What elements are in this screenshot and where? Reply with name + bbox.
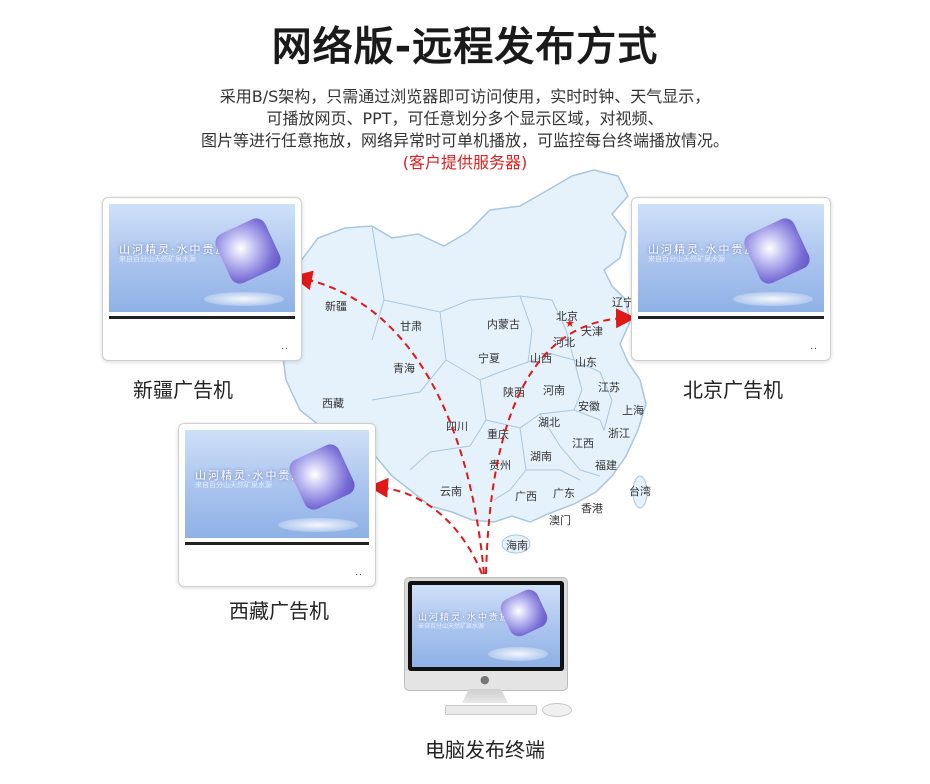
province-label: 香港 — [581, 502, 603, 515]
device-divider — [185, 542, 369, 545]
pc-stand — [462, 689, 508, 703]
bottle-image — [286, 441, 358, 513]
province-label: 河北 — [553, 336, 575, 349]
map-taiwan — [632, 475, 648, 509]
splash-image — [204, 292, 284, 306]
province-label: 辽宁 — [612, 295, 634, 309]
splash-image — [278, 518, 358, 532]
province-label: 甘肃 — [400, 320, 422, 333]
province-label: 海南 — [506, 538, 528, 552]
screen-subline: 来自百分山天然矿泉水源 — [648, 254, 725, 263]
device-dots: .. — [355, 568, 363, 578]
province-label: 湖北 — [538, 416, 560, 429]
description-line: 图片等进行任意拖放，网络异常时可单机播放，可监控每台终端播放情况。 — [200, 131, 729, 150]
screen-headline: 山河精灵·水中贵族 — [195, 468, 305, 482]
province-label: 天津 — [581, 325, 603, 338]
province-label: 湖南 — [530, 450, 552, 463]
label-xinjiang: 新疆广告机 — [133, 378, 233, 402]
device-divider — [638, 316, 824, 319]
province-label: 贵州 — [489, 459, 511, 472]
device-screen: 山河精灵·水中贵族 来自百分山天然矿泉水源 — [185, 430, 369, 538]
device-xinjiang: 山河精灵·水中贵族 来自百分山天然矿泉水源 .. — [102, 197, 302, 361]
mouse-icon — [542, 703, 572, 717]
arrow-to-xinjiang — [292, 270, 485, 575]
province-label: 江西 — [572, 437, 594, 450]
province-borders — [371, 225, 613, 501]
province-label: 四川 — [446, 420, 468, 433]
province-label: 西藏 — [322, 397, 344, 410]
province-label: 上海 — [622, 403, 644, 417]
bottle-image — [741, 215, 813, 287]
province-label: 陕西 — [503, 385, 525, 399]
device-dots: .. — [281, 342, 289, 352]
bottle-image — [497, 586, 551, 640]
capital-star-icon: ★ — [565, 317, 575, 330]
province-label: 福建 — [595, 458, 617, 472]
apple-logo-icon: ● — [480, 673, 490, 686]
province-label: 澳门 — [549, 513, 571, 527]
province-label: 广西 — [515, 490, 537, 503]
bottle-image — [212, 215, 284, 287]
province-label: 内蒙古 — [487, 317, 520, 331]
screen-headline: 山河精灵·水中贵族 — [119, 242, 229, 256]
device-dots: .. — [810, 342, 818, 352]
device-tibet: 山河精灵·水中贵族 来自百分山天然矿泉水源 .. — [178, 423, 376, 587]
arrow-to-beijing — [485, 308, 636, 575]
screen-subline: 来自百分山天然矿泉水源 — [195, 480, 272, 489]
province-label: 江苏 — [598, 381, 620, 394]
screen-headline: 山河精灵·水中贵族 — [418, 612, 511, 623]
province-label: 山东 — [575, 356, 597, 369]
province-label: 台湾 — [629, 484, 651, 498]
province-label: 山西 — [530, 352, 552, 365]
label-pc: 电脑发布终端 — [425, 738, 545, 762]
province-label: 云南 — [440, 485, 462, 498]
province-label: 河南 — [543, 384, 565, 397]
device-screen: 山河精灵·水中贵族 来自百分山天然矿泉水源 — [109, 204, 295, 312]
splash-image — [733, 292, 813, 306]
device-screen: 山河精灵·水中贵族 来自百分山天然矿泉水源 — [638, 204, 824, 312]
pc-terminal: 山河精灵·水中贵族 来自百分山天然矿泉水源 ● — [404, 577, 568, 691]
province-label: 安徽 — [578, 399, 600, 413]
province-label: 北京 — [556, 309, 578, 323]
screen-headline: 山河精灵·水中贵族 — [648, 242, 758, 256]
label-tibet: 西藏广告机 — [229, 599, 329, 623]
distribution-arrows — [292, 270, 636, 575]
pc-bezel: 山河精灵·水中贵族 来自百分山天然矿泉水源 — [408, 581, 564, 671]
province-label: 青海 — [393, 361, 415, 375]
device-divider — [109, 316, 295, 319]
splash-image — [488, 647, 548, 661]
description-line: 采用B/S架构，只需通过浏览器即可访问使用，实时时钟、天气显示， — [219, 87, 711, 106]
province-label: 新疆 — [325, 299, 347, 313]
province-label: 浙江 — [608, 427, 630, 440]
server-note: (客户提供服务器) — [402, 153, 528, 172]
page-title: 网络版-远程发布方式 — [271, 24, 659, 70]
province-label: 广东 — [553, 487, 575, 500]
screen-subline: 来自百分山天然矿泉水源 — [418, 623, 485, 631]
map-hainan — [501, 534, 531, 554]
description-line: 可播放网页、PPT，可任意划分多个显示区域，对视频、 — [266, 109, 664, 128]
province-label: 宁夏 — [478, 351, 500, 365]
pc-screen: 山河精灵·水中贵族 来自百分山天然矿泉水源 — [412, 585, 560, 667]
label-beijing: 北京广告机 — [683, 378, 783, 402]
description: 采用B/S架构，只需通过浏览器即可访问使用，实时时钟、天气显示， 可播放网页、P… — [0, 86, 930, 174]
device-beijing: 山河精灵·水中贵族 来自百分山天然矿泉水源 .. — [631, 197, 831, 361]
keyboard-icon — [445, 705, 537, 715]
province-labels: 新疆 甘肃 内蒙古 北京 天津 辽宁 青海 宁夏 山西 河北 山东 西藏 陕西 … — [322, 295, 651, 552]
arrow-to-tibet — [368, 477, 483, 575]
screen-subline: 来自百分山天然矿泉水源 — [119, 254, 196, 263]
pc-chin: ● — [405, 671, 567, 690]
